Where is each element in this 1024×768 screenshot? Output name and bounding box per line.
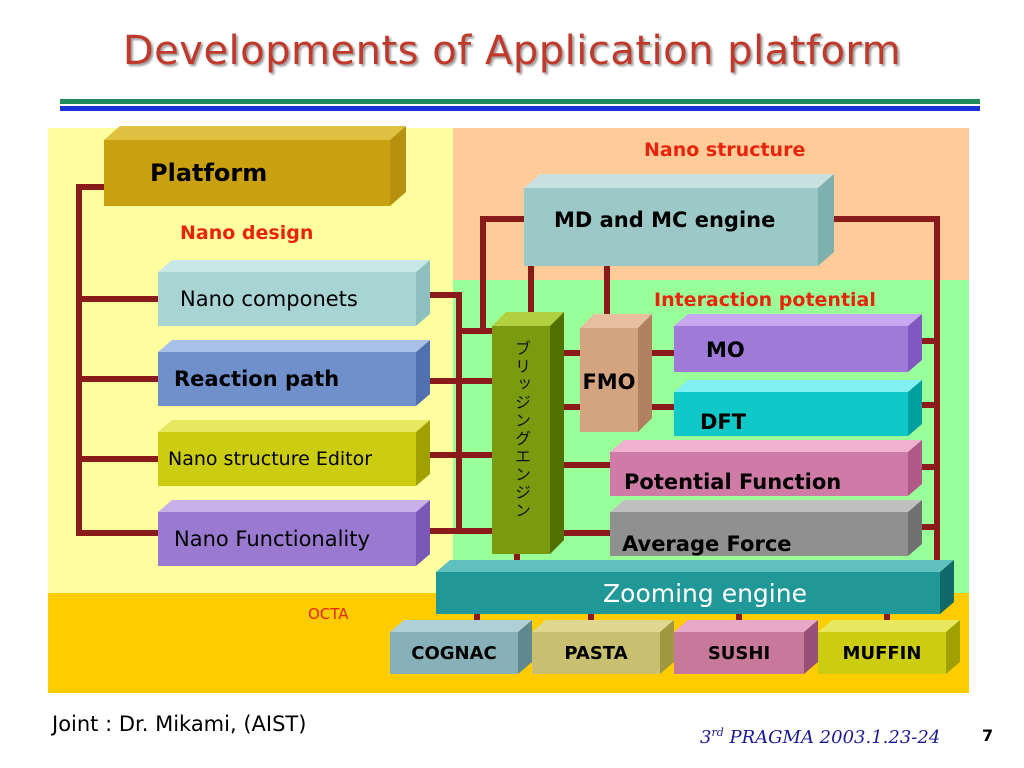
connector-right-trunk (934, 216, 940, 566)
nano-components-box: Nano componets (158, 260, 430, 326)
nano-functionality-label: Nano Functionality (174, 527, 370, 551)
fmo-box: FMO (580, 314, 652, 432)
zooming-engine-label: Zooming engine (603, 578, 807, 608)
title-rule-green (60, 99, 980, 104)
connector-br-fmo-2 (552, 404, 582, 410)
connector-br-pf (552, 462, 614, 468)
nano-structure-label: Nano structure (644, 139, 806, 161)
title-rule-blue (60, 106, 980, 111)
md-mc-engine-label: MD and MC engine (554, 208, 776, 232)
conf-superscript: rd (711, 726, 724, 739)
nano-design-label: Nano design (180, 222, 314, 244)
pasta-label: PASTA (564, 642, 628, 664)
conf-number: 3 (700, 727, 712, 748)
connector-mo-right (916, 338, 940, 344)
fmo-label: FMO (582, 370, 636, 394)
mo-box: MO (674, 314, 922, 372)
md-mc-engine-box: MD and MC engine (524, 174, 834, 266)
connector-md-bottom-1 (528, 262, 534, 318)
connector-reaction-path (76, 376, 160, 382)
connector-pf-right (916, 464, 940, 470)
connector-br-fmo-1 (552, 350, 582, 356)
connector-fmo-mo (642, 350, 678, 356)
connector-left-trunk (76, 184, 82, 536)
connector-nano-components (76, 296, 160, 302)
octa-label: OCTA (308, 605, 349, 623)
nano-structure-editor-box: Nano structure Editor (158, 420, 430, 486)
potential-function-box: Potential Function (610, 440, 922, 496)
nano-functionality-box: Nano Functionality (158, 500, 430, 566)
dft-label: DFT (700, 410, 747, 434)
average-force-box: Average Force (610, 500, 922, 556)
sushi-box: SUSHI (674, 620, 818, 674)
page-number: 7 (982, 726, 994, 745)
cognac-box: COGNAC (390, 620, 532, 674)
average-force-label: Average Force (622, 532, 792, 556)
platform-box: Platform (104, 126, 406, 206)
conf-rest: PRAGMA 2003.1.23-24 (723, 727, 941, 748)
dft-box: DFT (674, 380, 922, 436)
slide-title: Developments of Application platform (122, 28, 902, 74)
potential-function-label: Potential Function (624, 470, 842, 494)
connector-fn-right (420, 528, 496, 534)
connector-md-left-down (480, 216, 486, 332)
nano-structure-editor-label: Nano structure Editor (168, 448, 373, 470)
footer-conference: 3rd PRAGMA 2003.1.23-24 (700, 726, 940, 748)
connector-br-af (552, 530, 614, 536)
muffin-label: MUFFIN (842, 642, 922, 664)
connector-dft-right (916, 402, 940, 408)
reaction-path-box: Reaction path (158, 340, 430, 406)
bridging-engine-label: ブリッジングエンジン (512, 340, 531, 520)
connector-af-right (916, 524, 940, 530)
connector-functionality (76, 530, 160, 536)
zooming-engine-box: Zooming engine (436, 560, 954, 614)
nano-components-label: Nano componets (180, 287, 358, 311)
reaction-path-label: Reaction path (174, 367, 340, 391)
connector-ed-right (420, 452, 496, 458)
platform-label: Platform (150, 159, 268, 187)
mo-label: MO (706, 338, 745, 362)
cognac-label: COGNAC (411, 642, 497, 664)
connector-rp-right (420, 378, 496, 384)
interaction-potential-label: Interaction potential (654, 289, 876, 311)
muffin-box: MUFFIN (818, 620, 960, 674)
sushi-label: SUSHI (707, 642, 771, 664)
connector-md-left (480, 216, 526, 222)
connector-fmo-dft (642, 404, 678, 410)
connector-platform (76, 184, 106, 190)
pasta-box: PASTA (532, 620, 674, 674)
connector-md-right (826, 216, 940, 222)
connector-nc-down (456, 292, 462, 532)
connector-md-left-join (460, 328, 500, 334)
connector-editor (76, 456, 160, 462)
footer-credit: Joint : Dr. Mikami, (AIST) (52, 712, 307, 736)
connector-md-bottom-2 (604, 262, 610, 318)
connector-nc-right (420, 292, 460, 298)
bridging-engine-box: ブリッジングエンジン (492, 312, 564, 554)
